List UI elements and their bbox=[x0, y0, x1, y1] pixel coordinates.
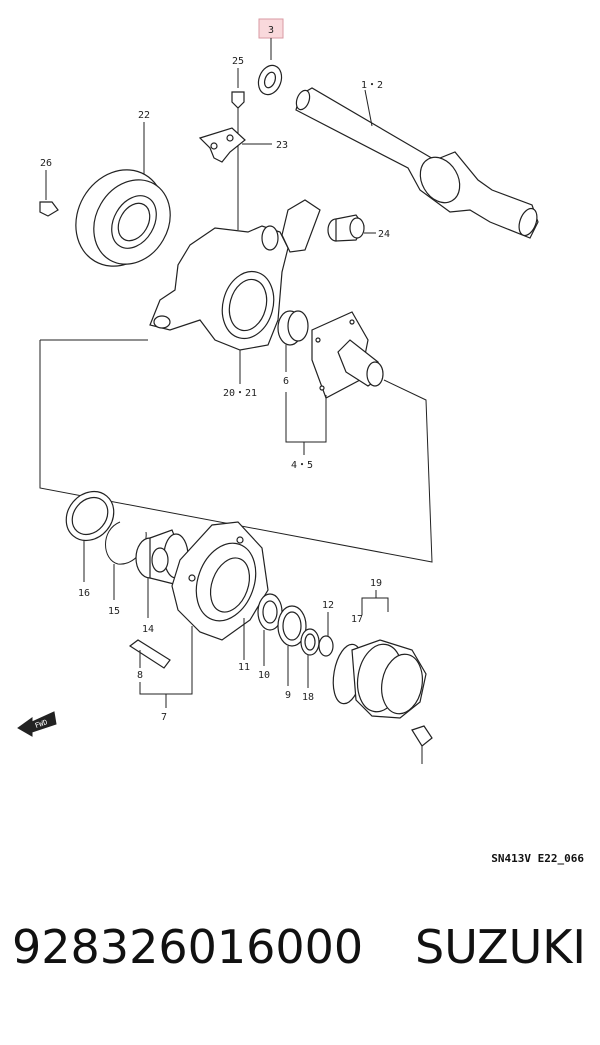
highlight-callout-3[interactable]: 3 bbox=[258, 18, 284, 60]
hub-flange-part-22 bbox=[75, 169, 171, 267]
forward-direction-arrow-icon: FWD bbox=[17, 711, 57, 737]
plate-part-23 bbox=[198, 127, 272, 163]
callout-13: 11 bbox=[238, 662, 250, 673]
wheel-hub-part-13 bbox=[171, 521, 269, 660]
callout-24: 24 bbox=[378, 229, 390, 240]
nut-part-9 bbox=[318, 612, 334, 657]
washer-part-10 bbox=[300, 628, 320, 688]
callout-20-21: 20・21 bbox=[223, 388, 257, 399]
seal-part-6 bbox=[277, 310, 309, 372]
callout-9: 12 bbox=[322, 600, 334, 611]
bolt-part-26 bbox=[39, 201, 59, 217]
footer-bar: 928326016000 SUZUKI bbox=[0, 920, 600, 1010]
part-number: 928326016000 bbox=[12, 920, 364, 974]
ring-part-12 bbox=[257, 593, 283, 666]
callout-4-5: 4・5 bbox=[291, 460, 313, 471]
callout-16: 16 bbox=[78, 588, 90, 599]
callout-10: 18 bbox=[302, 692, 314, 703]
callout-14: 14 bbox=[142, 624, 154, 635]
stud-part-8 bbox=[128, 639, 171, 669]
bearing-part-24 bbox=[327, 214, 376, 242]
callout-26: 26 bbox=[40, 158, 52, 169]
callout-6: 6 bbox=[283, 376, 289, 387]
callout-23: 23 bbox=[276, 140, 288, 151]
callout-25: 25 bbox=[232, 56, 244, 67]
callout-1-2: 1・2 bbox=[361, 80, 383, 91]
callout-18: 17 bbox=[351, 614, 363, 625]
spindle-part-4-5 bbox=[311, 311, 384, 399]
callout-7: 7 bbox=[161, 712, 167, 723]
fwd-label: FWD bbox=[34, 718, 49, 730]
washer-part-3 bbox=[257, 64, 283, 96]
assembly-bracket bbox=[39, 339, 433, 563]
callout-22: 22 bbox=[138, 110, 150, 121]
bolt-part-25 bbox=[231, 68, 245, 230]
callout-8: 8 bbox=[137, 670, 143, 681]
ring-part-11 bbox=[277, 605, 307, 686]
drive-shaft bbox=[295, 87, 539, 239]
callout-label: 3 bbox=[268, 25, 274, 36]
locking-hub-part-17-18 bbox=[332, 639, 427, 719]
diagram-reference-code: SN413V E22_066 bbox=[491, 852, 584, 865]
steering-knuckle-part-20-21 bbox=[149, 199, 321, 384]
callout-17: 19 bbox=[370, 578, 382, 589]
callout-12: 10 bbox=[258, 670, 270, 681]
exploded-parts-diagram: 3 1・2 25 23 22 26 bbox=[17, 18, 584, 865]
bolt-part-19 bbox=[411, 725, 433, 764]
brand-name: SUZUKI bbox=[415, 920, 586, 974]
callout-11: 9 bbox=[285, 690, 291, 701]
callout-15: 15 bbox=[108, 606, 120, 617]
ring-part-16 bbox=[65, 490, 115, 582]
